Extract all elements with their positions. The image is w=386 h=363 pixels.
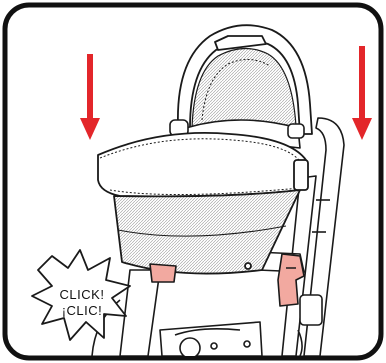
click-label-english: CLICK! (60, 287, 105, 302)
left-clip (150, 264, 176, 282)
click-label-spanish: ¡CLIC! (62, 303, 103, 318)
